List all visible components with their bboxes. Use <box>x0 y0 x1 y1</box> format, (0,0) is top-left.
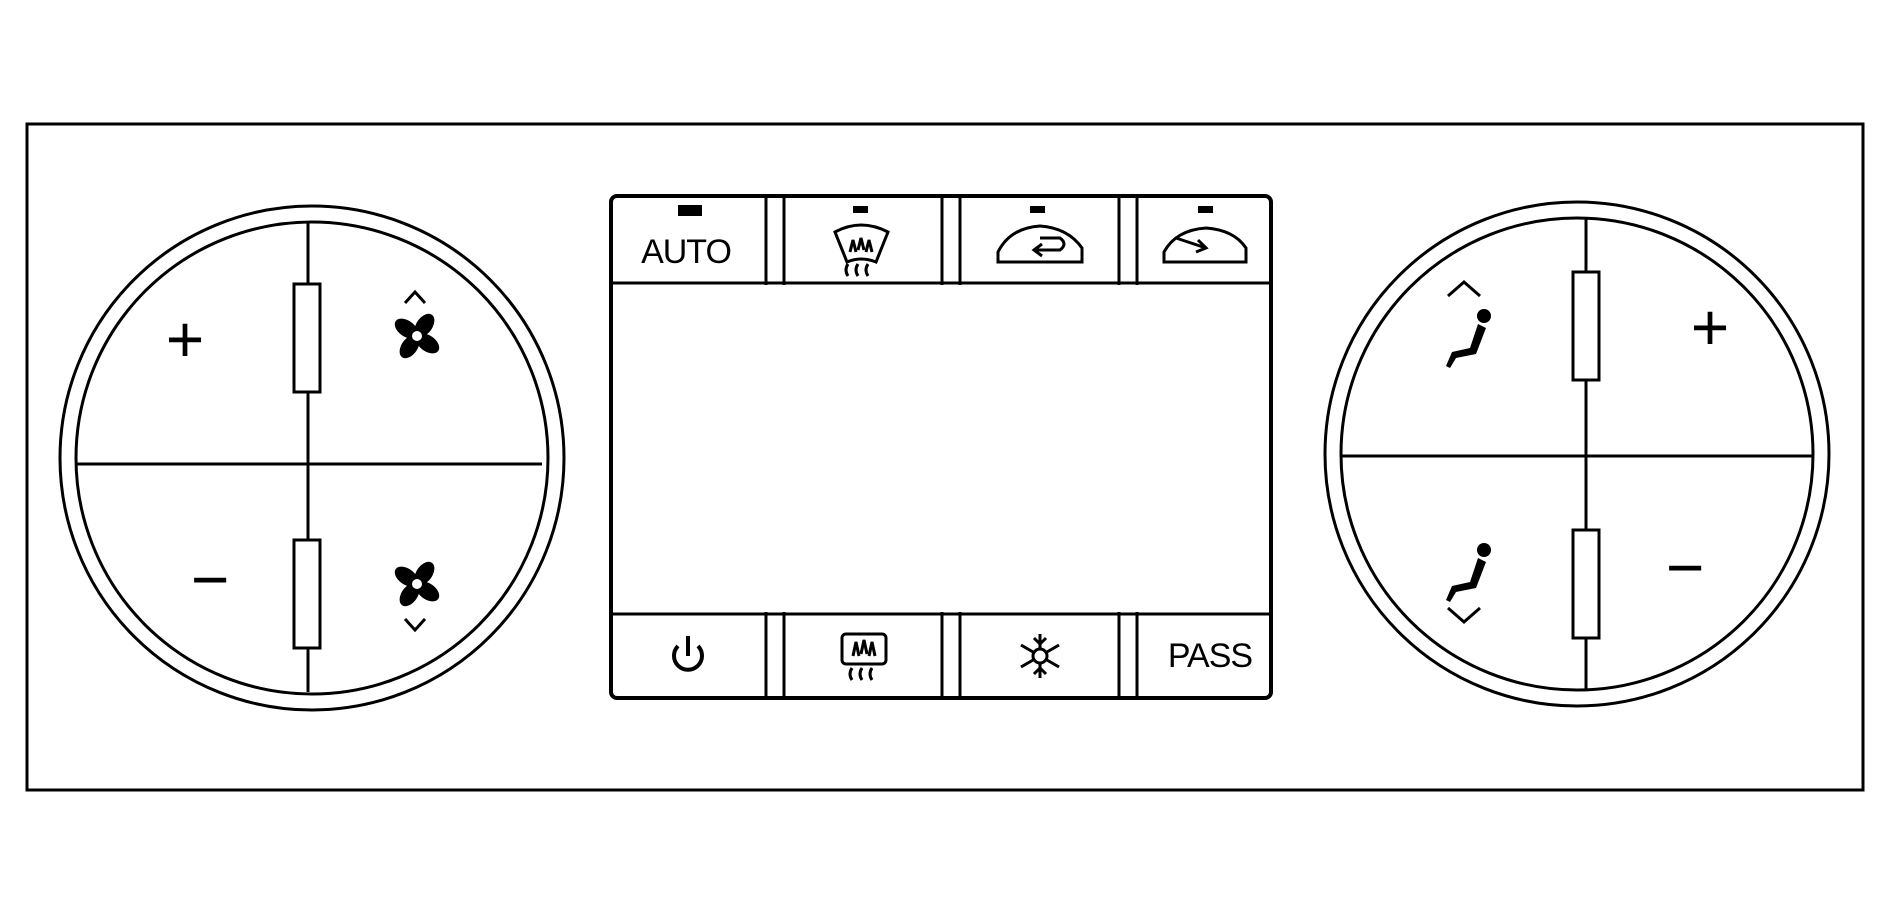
panel-frame <box>25 122 1865 792</box>
left-temp-minus-label: − <box>191 542 230 616</box>
outside-air-icon <box>1162 226 1248 264</box>
center-display: AUTO <box>609 194 1273 700</box>
recirculation-icon <box>996 224 1084 264</box>
right-temp-down-slider[interactable] <box>1571 528 1601 640</box>
fan-up-icon[interactable] <box>391 289 443 362</box>
left-temp-plus-label: + <box>166 302 205 376</box>
ac-button[interactable] <box>1020 634 1060 678</box>
fan-down-icon[interactable] <box>391 558 443 633</box>
recirculation-indicator <box>1030 206 1045 213</box>
rear-defrost-icon <box>840 632 888 681</box>
auto-indicator <box>678 205 702 216</box>
seat-heat-up-icon[interactable] <box>1446 280 1491 368</box>
pass-button[interactable]: PASS <box>1168 637 1254 675</box>
left-knob[interactable]: + − <box>58 204 566 712</box>
front-defrost-button[interactable] <box>833 206 890 277</box>
rear-defrost-button[interactable] <box>840 632 888 681</box>
recirculation-button[interactable] <box>996 206 1084 264</box>
outside-air-button[interactable] <box>1162 206 1248 264</box>
front-defrost-indicator <box>853 206 868 213</box>
right-knob[interactable]: + − <box>1323 200 1831 708</box>
pass-button-label: PASS <box>1168 637 1253 675</box>
right-temp-up-slider[interactable] <box>1571 270 1601 382</box>
ac-snowflake-icon <box>1020 634 1060 678</box>
outside-air-indicator <box>1198 206 1213 213</box>
right-temp-plus-label: + <box>1691 290 1730 364</box>
front-defrost-icon <box>833 223 890 277</box>
auto-button[interactable]: AUTO <box>641 205 732 271</box>
power-icon <box>672 636 704 672</box>
seat-heat-down-icon[interactable] <box>1446 543 1491 624</box>
auto-button-label: AUTO <box>641 233 731 271</box>
left-temp-down-slider[interactable] <box>292 538 322 650</box>
left-temp-up-slider[interactable] <box>292 282 322 394</box>
right-temp-minus-label: − <box>1666 530 1705 604</box>
power-button[interactable] <box>672 636 704 672</box>
